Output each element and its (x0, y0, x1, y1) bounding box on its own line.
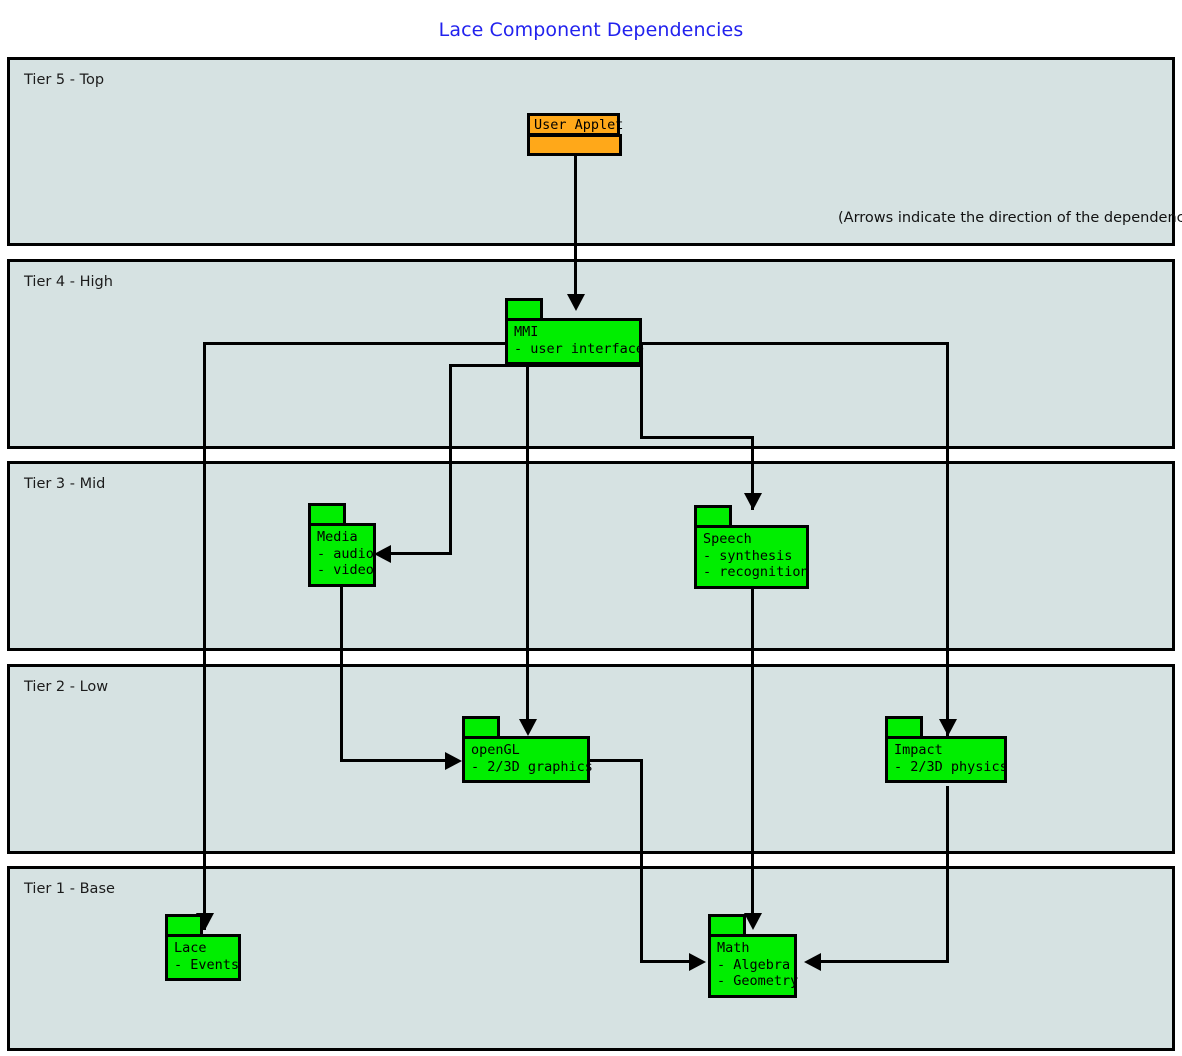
node-detail: - 2/3D physics (894, 758, 1008, 775)
package-body: Impact - 2/3D physics (885, 736, 1008, 783)
page-title: Lace Component Dependencies (438, 19, 744, 41)
node-title: Lace (174, 940, 207, 956)
arrowhead-down (519, 719, 537, 736)
package-body: Lace - Events (165, 934, 241, 981)
node-detail: - recognition (703, 564, 809, 581)
dependency-opengl-math-top (589, 759, 643, 762)
arrowhead-right (689, 953, 706, 971)
dependency-mmi-speech-drop (640, 342, 643, 438)
dependency-mmi-to-speech (751, 436, 754, 510)
dependency-mmi-media-run (382, 552, 452, 555)
tier-label: Tier 1 - Base (24, 881, 115, 897)
dependency-mmi-media-top (449, 364, 643, 367)
arrowhead-left (374, 545, 391, 563)
dependency-mmi-bus-right (639, 342, 949, 345)
user-applet-label-box: User Applet (527, 113, 624, 136)
dependency-applet-to-mmi (574, 154, 577, 294)
dependency-mmi-bus-left (203, 342, 510, 345)
dependency-impact-math-run (812, 960, 949, 963)
dependency-mmi-to-opengl (526, 364, 529, 719)
package-body: MMI - user interface (505, 318, 645, 365)
node-detail: - Geometry (717, 973, 799, 990)
node-detail: - Events (174, 956, 240, 973)
tier-label: Tier 2 - Low (24, 679, 109, 695)
dependency-mmi-to-impact (946, 342, 949, 736)
package-body: Media - audio - video (308, 523, 376, 587)
node-title: Impact (894, 742, 943, 758)
node-detail: - user interface (514, 340, 645, 357)
tier-label: Tier 3 - Mid (24, 476, 106, 492)
package-body: openGL - 2/3D graphics (462, 736, 593, 783)
node-title: Speech (703, 531, 752, 547)
node-detail: - video (317, 562, 374, 579)
node-detail: - Algebra (717, 956, 791, 973)
dependency-opengl-math-run (640, 960, 696, 963)
dependency-media-opengl-run (340, 759, 453, 762)
package-body: Speech - synthesis - recognition (694, 525, 809, 589)
dependency-impact-to-math (946, 786, 949, 962)
arrowhead-right (445, 752, 462, 770)
node-title: Media (317, 529, 358, 545)
tier-label: Tier 4 - High (24, 274, 113, 290)
node-title: openGL (471, 742, 520, 758)
arrowhead-down (567, 294, 585, 311)
tier-3-mid: Tier 3 - Mid (7, 461, 1175, 651)
legend-note: (Arrows indicate the direction of the de… (838, 210, 1182, 226)
dependency-opengl-to-math (640, 759, 643, 962)
node-title: MMI (514, 324, 539, 340)
tier-label: Tier 5 - Top (24, 72, 105, 88)
arrowhead-down (744, 913, 762, 930)
dependency-mmi-speech-run (640, 436, 754, 439)
dependency-mmi-to-lace (203, 342, 206, 930)
dependency-mmi-to-media (449, 364, 452, 555)
arrowhead-down (744, 493, 762, 510)
node-detail: - synthesis (703, 547, 793, 564)
arrowhead-down (939, 719, 957, 736)
dependency-media-to-opengl (340, 586, 343, 762)
node-title: Math (717, 940, 750, 956)
arrowhead-left (804, 953, 821, 971)
node-detail: - audio (317, 545, 374, 562)
node-detail: - 2/3D graphics (471, 758, 593, 775)
user-applet-body (527, 134, 622, 156)
package-body: Math - Algebra - Geometry (708, 934, 799, 998)
node-title: User Applet (534, 117, 624, 133)
dependency-speech-to-math (751, 586, 754, 920)
